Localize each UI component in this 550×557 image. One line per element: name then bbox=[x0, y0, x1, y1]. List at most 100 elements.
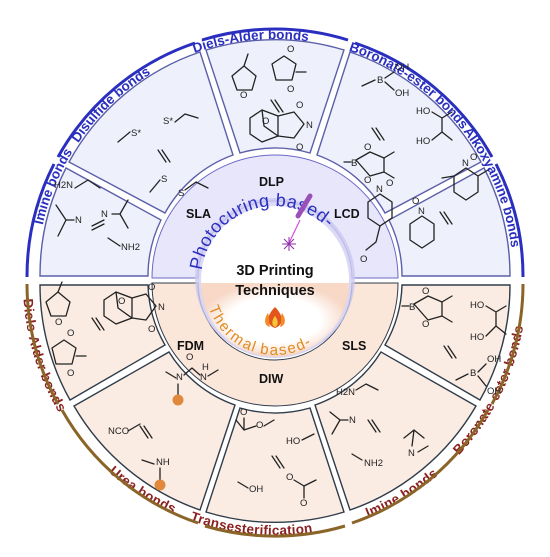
sector-disulfide-top bbox=[68, 51, 234, 214]
svg-text:HO: HO bbox=[470, 300, 484, 311]
svg-text:O: O bbox=[262, 116, 269, 127]
svg-text:O: O bbox=[240, 407, 247, 418]
svg-text:HO: HO bbox=[286, 436, 300, 447]
svg-text:N: N bbox=[376, 184, 383, 195]
svg-text:OH: OH bbox=[395, 62, 409, 73]
svg-text:O: O bbox=[148, 324, 155, 335]
svg-text:O: O bbox=[412, 196, 419, 207]
svg-text:O: O bbox=[296, 100, 303, 111]
svg-text:O: O bbox=[186, 352, 193, 363]
technique-sla: SLA bbox=[186, 207, 211, 221]
svg-text:O: O bbox=[364, 175, 371, 186]
svg-text:B: B bbox=[409, 302, 415, 313]
svg-text:O: O bbox=[287, 84, 294, 95]
svg-text:O: O bbox=[55, 317, 62, 328]
svg-text:HO: HO bbox=[416, 136, 430, 147]
svg-text:B: B bbox=[351, 158, 357, 169]
svg-text:H2N: H2N bbox=[336, 387, 355, 398]
svg-text:N: N bbox=[418, 206, 425, 217]
svg-text:HO: HO bbox=[470, 332, 484, 343]
chem-imine-top: H2N N N NH2 bbox=[54, 179, 140, 253]
ring-thermal bbox=[151, 282, 399, 407]
svg-text:N: N bbox=[462, 158, 469, 169]
sector-imine-bottom bbox=[314, 351, 477, 511]
sector-urea-bottom bbox=[73, 351, 236, 511]
technique-sls: SLS bbox=[342, 339, 366, 353]
svg-text:N: N bbox=[200, 372, 207, 383]
svg-text:N: N bbox=[75, 215, 82, 226]
flame-icon bbox=[265, 307, 285, 328]
sector-diels-alder-top bbox=[205, 39, 345, 154]
svg-text:NH: NH bbox=[156, 457, 170, 468]
chem-disulfide-top: S* S* S S bbox=[117, 113, 209, 199]
technique-fdm: FDM bbox=[177, 339, 204, 353]
svg-text:O: O bbox=[256, 420, 263, 431]
svg-text:NH2: NH2 bbox=[121, 242, 140, 253]
svg-text:OH: OH bbox=[487, 354, 501, 365]
chem-boronate-bottom: B O O HO HO B OH OH bbox=[401, 286, 507, 397]
arc-transesterification-bottom bbox=[204, 524, 346, 538]
technique-diw: DIW bbox=[259, 372, 284, 386]
svg-text:N: N bbox=[306, 120, 313, 131]
svg-text:N: N bbox=[101, 209, 108, 220]
laser-pen-icon bbox=[282, 193, 313, 251]
svg-text:O: O bbox=[360, 254, 367, 265]
svg-text:N: N bbox=[349, 415, 356, 426]
svg-text:OH: OH bbox=[487, 386, 501, 397]
svg-text:O: O bbox=[286, 472, 293, 483]
svg-text:B: B bbox=[470, 368, 476, 379]
technique-lcd: LCD bbox=[334, 207, 360, 221]
polymer-bead-icon-2 bbox=[154, 479, 166, 491]
arc-diels-alder-bottom bbox=[25, 283, 60, 405]
arc-urea-bottom bbox=[60, 409, 199, 525]
chem-transesterification-bottom: O O HO OH O O bbox=[235, 407, 317, 509]
svg-text:OH: OH bbox=[249, 484, 263, 495]
chem-urea-bottom: N O N H NCO NH bbox=[108, 352, 219, 491]
svg-text:O: O bbox=[300, 498, 307, 509]
svg-text:O: O bbox=[148, 282, 155, 293]
svg-text:O: O bbox=[422, 286, 429, 297]
svg-text:N: N bbox=[176, 372, 183, 383]
arc-boronate-bottom bbox=[490, 283, 525, 405]
sector-alkoxyamine-top bbox=[388, 167, 511, 277]
arc-diels-alder-top bbox=[201, 27, 349, 42]
polymer-bead-icon bbox=[172, 394, 184, 406]
svg-text:HO: HO bbox=[416, 106, 430, 117]
sector-diels-alder-bottom bbox=[39, 284, 166, 401]
center-title-line2: Techniques bbox=[235, 283, 315, 299]
arc-imine-top bbox=[25, 163, 56, 278]
svg-text:O: O bbox=[67, 368, 74, 379]
top-sectors bbox=[39, 39, 511, 277]
svg-text:H2N: H2N bbox=[54, 180, 73, 191]
chem-diels-alder-bottom: O O O O N O O bbox=[45, 281, 165, 379]
svg-text:N: N bbox=[158, 302, 165, 313]
svg-text:O: O bbox=[118, 296, 125, 307]
svg-text:N: N bbox=[408, 448, 415, 459]
svg-text:O: O bbox=[240, 90, 247, 101]
chem-imine-bottom: H2N N N NH2 bbox=[329, 383, 429, 469]
svg-text:H: H bbox=[202, 362, 209, 373]
technique-ring: SLA DLP LCD FDM DIW SLS bbox=[151, 154, 399, 407]
svg-text:S*: S* bbox=[163, 116, 173, 127]
svg-text:O: O bbox=[422, 319, 429, 330]
svg-text:OH: OH bbox=[395, 88, 409, 99]
chem-boronate-top: B OH OH HO HO B O O bbox=[343, 62, 453, 186]
chem-diels-alder-top: O O O O N O O bbox=[231, 44, 313, 153]
svg-text:O: O bbox=[470, 152, 477, 163]
arc-boronate-top bbox=[354, 41, 494, 158]
arc-imine-bottom bbox=[351, 409, 490, 525]
svg-text:O: O bbox=[386, 178, 393, 189]
center-title-line1: 3D Printing bbox=[236, 263, 313, 279]
svg-text:S: S bbox=[161, 174, 167, 185]
technique-dlp: DLP bbox=[259, 175, 284, 189]
arc-disulfide-top bbox=[56, 41, 196, 158]
arc-alkoxyamine-top bbox=[494, 163, 525, 278]
svg-text:NCO: NCO bbox=[108, 426, 129, 437]
svg-text:O: O bbox=[296, 142, 303, 153]
svg-text:NH2: NH2 bbox=[364, 458, 383, 469]
outer-arcs bbox=[25, 27, 525, 538]
svg-text:O: O bbox=[287, 44, 294, 55]
chem-alkoxyamine-top: N O N O N O O bbox=[360, 152, 489, 265]
svg-text:O: O bbox=[67, 328, 74, 339]
